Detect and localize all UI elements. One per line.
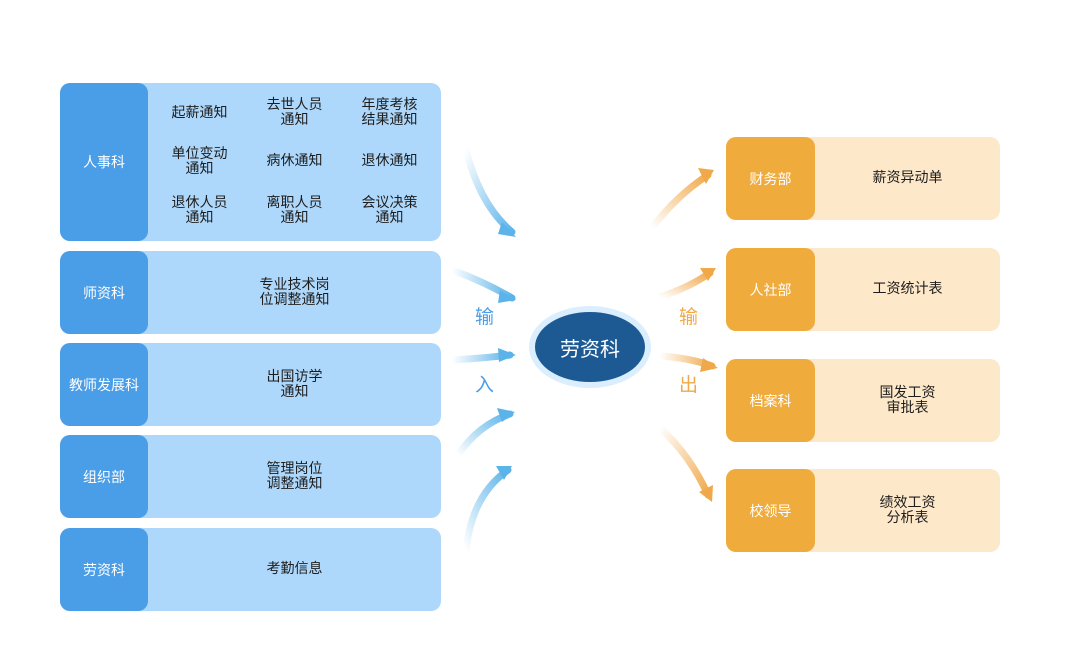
input-head: 师资科 — [60, 251, 148, 334]
output-row-danganke: 档案科 国发工资 审批表 — [726, 359, 1000, 442]
input-text: 管理岗位 调整通知 — [266, 460, 323, 492]
input-label-char: 输 — [475, 306, 495, 328]
input-head: 教师发展科 — [60, 343, 148, 426]
output-arrow-3 — [656, 352, 718, 372]
output-row-caiwubu: 财务部 薪资异动单 — [726, 137, 1000, 220]
notice-item: 单位变动 通知 — [171, 145, 228, 177]
input-text: 考勤信息 — [266, 561, 323, 577]
notice-item: 离职人员 通知 — [266, 194, 323, 226]
output-arrow-2 — [656, 268, 716, 301]
input-row-laozike: 劳资科 考勤信息 — [60, 528, 441, 611]
input-row-renshike: 人事科 起薪通知 去世人员 通知 年度考核 结果通知 单位变动 通知 病休通知 … — [60, 83, 441, 241]
input-arrow-2 — [448, 266, 516, 303]
input-arrow-1 — [462, 146, 516, 237]
notice-item: 退休人员 通知 — [171, 194, 228, 226]
output-head: 人社部 — [726, 248, 815, 331]
input-text: 出国访学 通知 — [266, 368, 323, 400]
output-text: 绩效工资 分析表 — [879, 494, 936, 526]
notice-item: 病休通知 — [266, 153, 323, 170]
notice-item: 年度考核 结果通知 — [361, 97, 418, 129]
input-label-char: 入 — [475, 374, 495, 396]
input-row-jiaoshifazhanke: 教师发展科 出国访学 通知 — [60, 343, 441, 426]
output-row-renshebu: 人社部 工资统计表 — [726, 248, 1000, 331]
output-row-xiaolingdao: 校领导 绩效工资 分析表 — [726, 469, 1000, 552]
input-row-zuzhibu: 组织部 管理岗位 调整通知 — [60, 435, 441, 518]
output-text: 薪资异动单 — [872, 170, 943, 186]
input-arrow-4 — [454, 408, 515, 459]
output-text: 工资统计表 — [872, 281, 943, 297]
output-head: 校领导 — [726, 469, 815, 552]
input-arrow-3 — [448, 348, 516, 364]
center-label: 劳资科 — [535, 312, 645, 382]
output-head: 档案科 — [726, 359, 815, 442]
notice-item: 去世人员 通知 — [266, 97, 323, 129]
center-node: 劳资科 — [529, 306, 651, 388]
input-head: 劳资科 — [60, 528, 148, 611]
notice-item: 退休通知 — [361, 153, 418, 170]
output-head: 财务部 — [726, 137, 815, 220]
output-label-char: 出 — [679, 374, 699, 396]
input-head: 人事科 — [60, 83, 148, 241]
input-row-shizike: 师资科 专业技术岗 位调整通知 — [60, 251, 441, 334]
notice-item: 会议决策 通知 — [361, 194, 418, 226]
input-head: 组织部 — [60, 435, 148, 518]
output-arrow-4 — [656, 424, 713, 502]
output-label-char: 输 — [679, 306, 699, 328]
notice-grid: 起薪通知 去世人员 通知 年度考核 结果通知 单位变动 通知 病休通知 退休通知… — [148, 83, 441, 241]
output-text: 国发工资 审批表 — [879, 384, 936, 416]
output-arrow-1 — [648, 168, 714, 232]
notice-item: 起薪通知 — [171, 104, 228, 121]
input-arrow-5 — [462, 466, 512, 554]
input-text: 专业技术岗 位调整通知 — [259, 276, 330, 308]
